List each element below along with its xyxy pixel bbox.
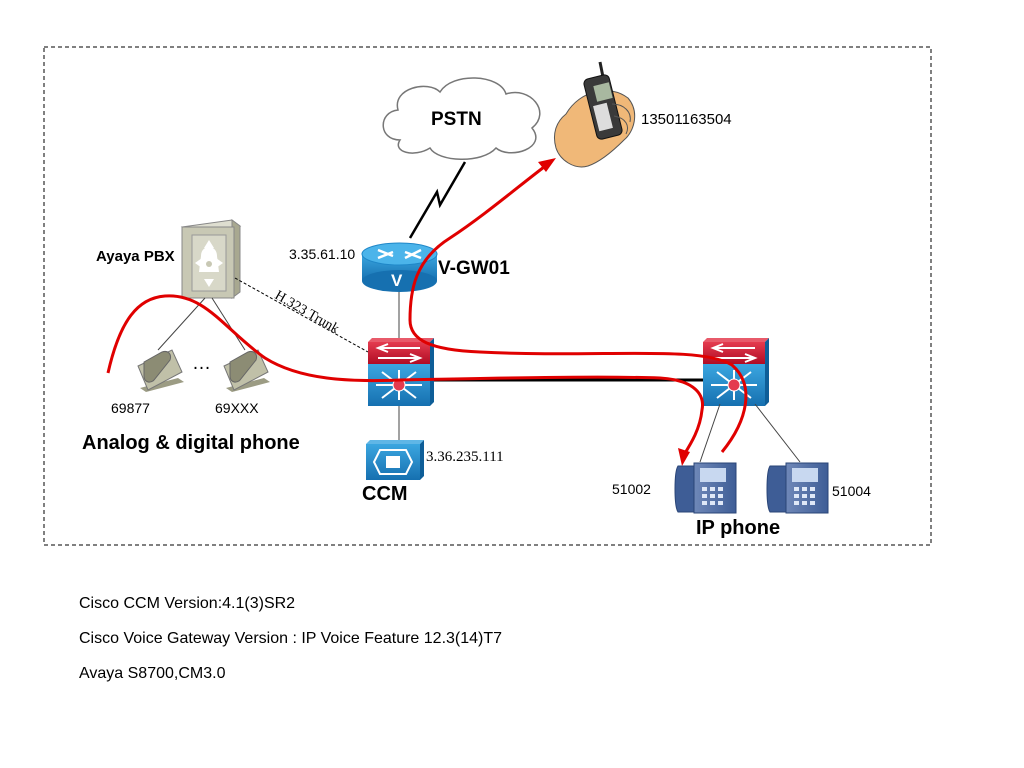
avaya-version-note: Avaya S8700,CM3.0 <box>79 665 226 682</box>
access-switch-icon <box>703 338 769 406</box>
pstn-label: PSTN <box>431 109 482 130</box>
ip-phone-caption: IP phone <box>696 517 781 539</box>
core-switch-icon <box>368 338 434 406</box>
phone-number-label: 69877 <box>111 400 150 416</box>
analog-phone-icon <box>223 349 270 392</box>
ip-phone-icon <box>766 462 829 514</box>
ip-phone-number-label: 51004 <box>832 483 871 499</box>
ccm-server-icon <box>366 440 424 480</box>
gateway-version-note: Cisco Voice Gateway Version : IP Voice F… <box>79 630 503 647</box>
ccm-version-note: Cisco CCM Version:4.1(3)SR2 <box>79 595 296 612</box>
gateway-ip-label: 3.35.61.10 <box>289 246 356 262</box>
analog-phone-icon <box>137 349 184 392</box>
phone-number-label: 69XXX <box>215 400 259 416</box>
network-boundary <box>43 46 932 546</box>
h323-trunk-link <box>234 277 369 353</box>
mobile-phone-icon <box>553 61 636 168</box>
pbx-name-label: Ayaya PBX <box>96 248 175 265</box>
avaya-pbx-icon <box>180 219 242 299</box>
analog-phone-caption: Analog & digital phone <box>82 432 300 454</box>
ccm-name-label: CCM <box>362 483 408 505</box>
pstn-cloud-icon <box>382 77 541 160</box>
gateway-badge-label: V <box>391 271 403 290</box>
ccm-ip-label: 3.36.235.111 <box>426 449 504 465</box>
mobile-number-label: 13501163504 <box>641 111 732 128</box>
call-path-analog-to-ip <box>106 294 704 459</box>
lightning-bolt-icon <box>408 161 467 239</box>
ip-phone-icon <box>674 462 737 514</box>
gateway-name-label: V-GW01 <box>438 258 510 279</box>
call-path-ip-to-mobile <box>408 162 748 453</box>
ellipsis-label: … <box>192 353 211 374</box>
ip-phone-number-label: 51002 <box>612 481 651 497</box>
